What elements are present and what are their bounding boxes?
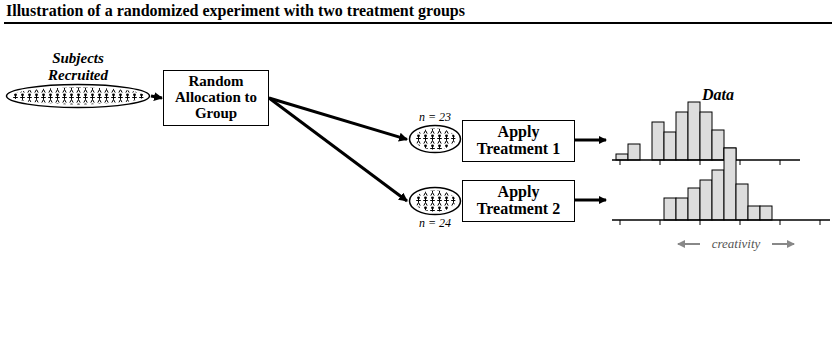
subject-group: n = 24	[408, 186, 462, 230]
result-arrow	[575, 199, 606, 202]
result-arrow	[575, 139, 606, 142]
box-label: Random Allocation to Group	[168, 74, 264, 121]
flow-arrow	[151, 96, 162, 98]
title: Illustration of a randomized experiment …	[6, 2, 465, 20]
process-box: Random Allocation to Group	[163, 70, 269, 126]
axis-label: creativity	[712, 236, 761, 252]
process-box: Apply Treatment 1	[462, 120, 575, 162]
subject-group: n = 23	[408, 110, 462, 154]
process-box: Apply Treatment 2	[462, 180, 575, 222]
subject-group: Subjects Recruited	[5, 50, 151, 109]
box-label: Apply Treatment 1	[467, 124, 570, 158]
group-size: n = 23	[419, 110, 451, 124]
title-rule	[4, 22, 832, 24]
data-heading: Data	[702, 86, 734, 104]
people-oval	[408, 124, 462, 154]
histograms	[612, 102, 830, 225]
group-heading: Subjects Recruited	[38, 50, 118, 83]
people-oval	[408, 186, 462, 216]
flow-arrow	[269, 98, 407, 201]
flow-arrow	[269, 98, 407, 139]
box-label: Apply Treatment 2	[467, 184, 570, 218]
group-size: n = 24	[419, 216, 451, 230]
people-oval	[5, 83, 151, 109]
